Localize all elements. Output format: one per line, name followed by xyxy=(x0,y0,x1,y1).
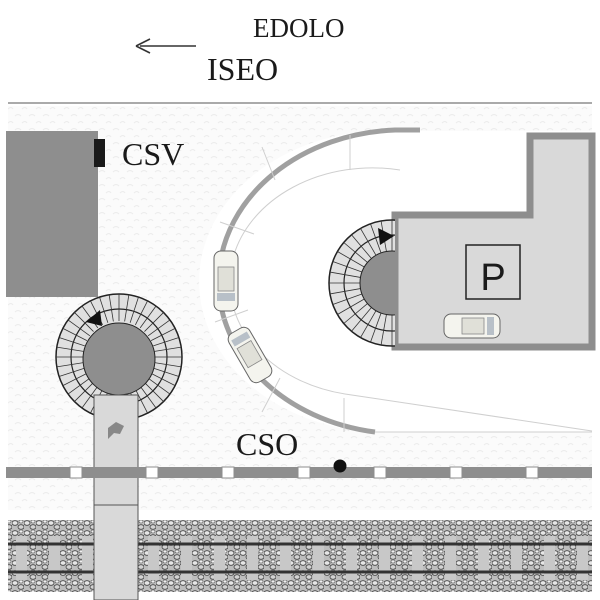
stair-step xyxy=(351,234,372,259)
stair-step xyxy=(154,362,182,368)
rail-sleeper xyxy=(313,536,324,580)
platform-gap xyxy=(297,466,311,479)
car-icon xyxy=(227,326,273,384)
rail-sleeper xyxy=(544,536,555,580)
direction-arrow-icon xyxy=(86,310,102,326)
platform-gap xyxy=(449,466,463,479)
platform-edge xyxy=(6,466,592,479)
csv-marker xyxy=(94,139,105,167)
stair-step xyxy=(150,372,176,386)
cso-marker xyxy=(333,459,347,473)
parking-label: P xyxy=(480,257,505,299)
stair-step xyxy=(129,296,139,323)
stair-step xyxy=(124,294,130,322)
stair-step xyxy=(360,310,377,338)
stair-step xyxy=(74,312,94,332)
spiral-staircase-csv xyxy=(55,293,183,421)
parking-sign xyxy=(465,244,521,300)
stair-step xyxy=(153,367,180,377)
spiral-staircase-parking xyxy=(328,219,395,347)
stair-step xyxy=(62,328,88,342)
stair-step xyxy=(67,319,91,337)
platform-gap xyxy=(525,466,539,479)
stair-step xyxy=(332,293,363,305)
stair-step xyxy=(150,328,176,342)
stair-step xyxy=(147,319,171,337)
parking-building xyxy=(391,132,596,351)
stair-step xyxy=(343,242,368,263)
stair-step xyxy=(74,382,94,402)
arrow-left-icon xyxy=(135,38,196,54)
stair-step xyxy=(58,367,85,377)
rail-sleeper xyxy=(280,536,291,580)
stair-step xyxy=(147,377,171,395)
rail-sleeper xyxy=(445,536,456,580)
platform-gap xyxy=(145,466,159,479)
label-cso: CSO xyxy=(236,426,298,462)
rail-sleeper xyxy=(247,536,258,580)
rail-sleeper xyxy=(148,536,159,580)
stair-step xyxy=(144,312,164,332)
stair-step xyxy=(56,346,84,352)
rail-sleeper xyxy=(16,536,27,580)
stair-step xyxy=(134,300,148,326)
stair-step xyxy=(134,388,148,414)
stair-step xyxy=(370,223,382,254)
stair-step xyxy=(139,385,157,409)
stair-step xyxy=(108,294,114,322)
stair-step xyxy=(332,261,363,273)
building-csv xyxy=(6,131,98,297)
platform-gap xyxy=(69,466,83,479)
rail-sleeper xyxy=(49,536,60,580)
car-icon xyxy=(443,313,501,339)
walkway-over-track xyxy=(93,504,139,600)
rail-sleeper xyxy=(478,536,489,580)
destination-edolo: EDOLO xyxy=(253,13,344,43)
rail-sleeper xyxy=(181,536,192,580)
stair-step xyxy=(351,307,372,332)
rail-sleeper xyxy=(82,536,93,580)
stair-step xyxy=(144,382,164,402)
rail-sleeper xyxy=(412,536,423,580)
stair-step xyxy=(67,377,91,395)
destination-iseo: ISEO xyxy=(207,51,278,87)
stair-step xyxy=(370,312,382,343)
stair-step xyxy=(337,251,365,268)
rail-sleeper xyxy=(214,536,225,580)
rail-sleeper xyxy=(346,536,357,580)
rail-sleeper xyxy=(511,536,522,580)
stair-step xyxy=(99,296,109,323)
label-csv: CSV xyxy=(122,136,184,172)
person-icon xyxy=(108,422,124,439)
stair-step xyxy=(153,337,180,347)
stair-step xyxy=(343,303,368,324)
stair-step xyxy=(56,362,84,368)
stair-step xyxy=(154,346,182,352)
stair-step xyxy=(360,228,377,256)
stair-step xyxy=(329,288,361,295)
stair-step xyxy=(139,305,157,329)
stair-step xyxy=(380,314,387,346)
stair-step xyxy=(329,271,361,278)
rail-sleeper xyxy=(379,536,390,580)
car-icon xyxy=(213,250,239,312)
direction-arrow-icon xyxy=(378,228,394,245)
stair-step xyxy=(81,385,99,409)
stair-step xyxy=(58,337,85,347)
stair-step xyxy=(62,372,88,386)
platform-gap xyxy=(373,466,387,479)
platform-gap xyxy=(221,466,235,479)
stair-step xyxy=(337,298,365,315)
rail-sleeper xyxy=(577,536,588,580)
